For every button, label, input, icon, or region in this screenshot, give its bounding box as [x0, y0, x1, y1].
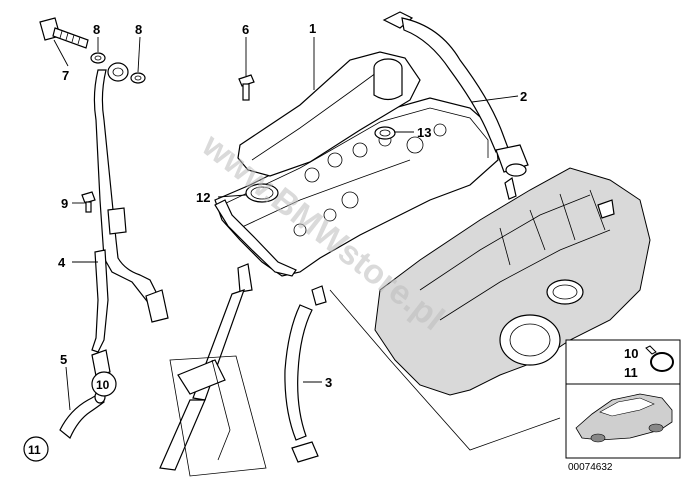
sealing-washer-upper[interactable]: [90, 52, 106, 64]
seal-ring[interactable]: [374, 126, 396, 140]
callout-13: 13: [417, 125, 431, 140]
callout-5: 5: [60, 352, 67, 367]
callout-1: 1: [309, 21, 316, 36]
svg-text:10: 10: [96, 378, 110, 392]
diagram-code: 00074632: [568, 462, 613, 473]
oil-return-pipe[interactable]: [91, 69, 169, 353]
inset-label-11: 11: [624, 365, 638, 380]
hose-clamp-icon: [645, 345, 674, 372]
rubber-hose[interactable]: [59, 349, 111, 439]
sealing-washer-lower[interactable]: [130, 72, 146, 84]
callout-4: 4: [58, 255, 66, 270]
callout-9: 9: [61, 196, 68, 211]
callout-12: 12: [196, 190, 210, 205]
inset-label-10: 10: [624, 346, 638, 361]
callout-2: 2: [520, 89, 527, 104]
vent-hose[interactable]: [284, 285, 327, 463]
circled-callout-10: 10: [91, 371, 117, 397]
callout-labels: 1 2 3 4 5 6 7 8 8 9 12 13: [58, 21, 527, 390]
cylinder-head-cover[interactable]: [214, 51, 499, 277]
callout-6: 6: [242, 22, 249, 37]
inset-box: 10 11 00074632: [565, 339, 681, 473]
banjo-fitting: [107, 62, 129, 82]
svg-text:11: 11: [28, 443, 41, 457]
banjo-bolt[interactable]: [39, 17, 89, 49]
intake-manifold: [374, 167, 651, 396]
callout-8-upper: 8: [93, 22, 100, 37]
callout-8-lower: 8: [135, 22, 142, 37]
dipstick-tube: [159, 263, 253, 471]
callout-7: 7: [62, 68, 69, 83]
circled-callout-11: 11: [23, 436, 49, 462]
screw-9[interactable]: [81, 191, 96, 213]
leader-lines: [53, 36, 561, 477]
gasket-ring[interactable]: [245, 183, 279, 203]
hex-bolt-6[interactable]: [238, 74, 255, 101]
car-silhouette-icon: [575, 393, 673, 443]
breather-hose[interactable]: [382, 11, 529, 200]
callout-3: 3: [325, 375, 332, 390]
